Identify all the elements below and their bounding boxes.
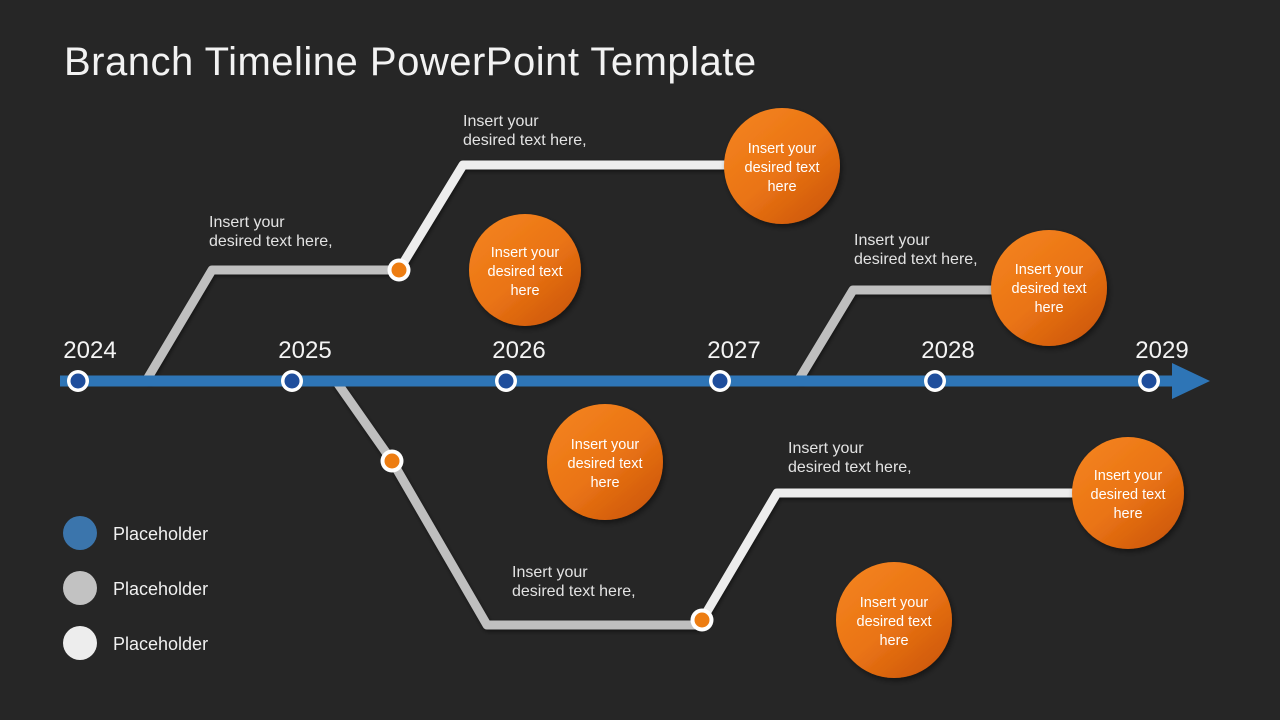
legend-label: Placeholder (113, 634, 208, 654)
axis-arrowhead (1172, 363, 1210, 399)
bubble-line-3: here (510, 283, 539, 299)
year-label: 2024 (63, 337, 116, 364)
bubble-lower-mid[interactable]: Insert your desired text here (547, 404, 663, 520)
bubble-top-right[interactable]: Insert your desired text here (724, 108, 840, 224)
legend-dot-blue (63, 516, 97, 550)
legend-item-3[interactable]: Placeholder (63, 626, 208, 660)
note-line-1: Insert your (512, 564, 588, 581)
bubble-line-3: here (767, 179, 796, 195)
branch-note-2027-down: Insert your desired text here, (788, 440, 912, 476)
branch-note-2028-up: Insert your desired text here, (854, 232, 978, 268)
note-line-1: Insert your (463, 113, 539, 130)
bubble-line-2: desired text (1012, 281, 1087, 297)
note-line-2: desired text here, (209, 233, 333, 250)
legend-item-1[interactable]: Placeholder (63, 516, 208, 550)
bubble-line-3: here (1113, 506, 1142, 522)
bubble-line-2: desired text (488, 264, 563, 280)
note-line-1: Insert your (209, 214, 285, 231)
legend: Placeholder Placeholder Placeholder (63, 516, 208, 660)
branch-line-2028-up (794, 285, 1000, 384)
bubble-right-lower[interactable]: Insert your desired text here (1072, 437, 1184, 549)
legend-label: Placeholder (113, 524, 208, 544)
timeline-axis (60, 363, 1210, 399)
year-marker-2027[interactable]: 2027 (707, 337, 761, 392)
bubble-right-upper[interactable]: Insert your desired text here (991, 230, 1107, 346)
branch-line-2025-down (332, 378, 702, 630)
bubble-line-1: Insert your (1015, 262, 1084, 278)
note-line-1: Insert your (854, 232, 930, 249)
bubble-line-3: here (1034, 300, 1063, 316)
branch-line-2024-up (142, 265, 399, 384)
bubble-line-1: Insert your (1094, 468, 1163, 484)
page-title: Branch Timeline PowerPoint Template (64, 40, 757, 84)
year-label: 2027 (707, 337, 760, 364)
legend-item-2[interactable]: Placeholder (63, 571, 208, 605)
note-line-2: desired text here, (788, 459, 912, 476)
node-upper-left[interactable] (387, 258, 411, 282)
branch-line-2027-up-right (698, 488, 1080, 623)
legend-dot-white (63, 626, 97, 660)
node-lower-left[interactable] (380, 449, 404, 473)
year-marker-2029[interactable]: 2029 (1135, 337, 1189, 392)
bubble-bottom-mid[interactable]: Insert your desired text here (836, 562, 952, 678)
branch-note-2025-down: Insert your desired text here, (512, 564, 636, 600)
year-markers: 2024 2025 2026 2027 2028 (63, 337, 1189, 392)
branch-line-2026-up (395, 160, 735, 273)
bubble-line-3: here (879, 633, 908, 649)
bubble-line-2: desired text (568, 456, 643, 472)
bubble-line-2: desired text (857, 614, 932, 630)
bubble-line-2: desired text (1091, 487, 1166, 503)
note-line-2: desired text here, (463, 132, 587, 149)
note-line-2: desired text here, (512, 583, 636, 600)
year-marker-2026[interactable]: 2026 (492, 337, 546, 392)
bubble-line-1: Insert your (860, 595, 929, 611)
branch-note-2026-up: Insert your desired text here, (463, 113, 587, 149)
note-line-1: Insert your (788, 440, 864, 457)
bubble-line-1: Insert your (491, 245, 560, 261)
year-marker-2025[interactable]: 2025 (278, 337, 332, 392)
year-marker-2028[interactable]: 2028 (921, 337, 975, 392)
note-line-2: desired text here, (854, 251, 978, 268)
node-bottom[interactable] (690, 608, 714, 632)
branch-note-2024-up: Insert your desired text here, (209, 214, 333, 250)
year-label: 2029 (1135, 337, 1188, 364)
legend-label: Placeholder (113, 579, 208, 599)
bubble-line-2: desired text (745, 160, 820, 176)
year-marker-2024[interactable]: 2024 (63, 337, 117, 392)
bubble-upper-mid[interactable]: Insert your desired text here (469, 214, 581, 326)
year-label: 2026 (492, 337, 545, 364)
year-label: 2028 (921, 337, 974, 364)
bubble-line-1: Insert your (748, 141, 817, 157)
legend-dot-gray (63, 571, 97, 605)
year-label: 2025 (278, 337, 331, 364)
bubble-line-1: Insert your (571, 437, 640, 453)
bubble-line-3: here (590, 475, 619, 491)
